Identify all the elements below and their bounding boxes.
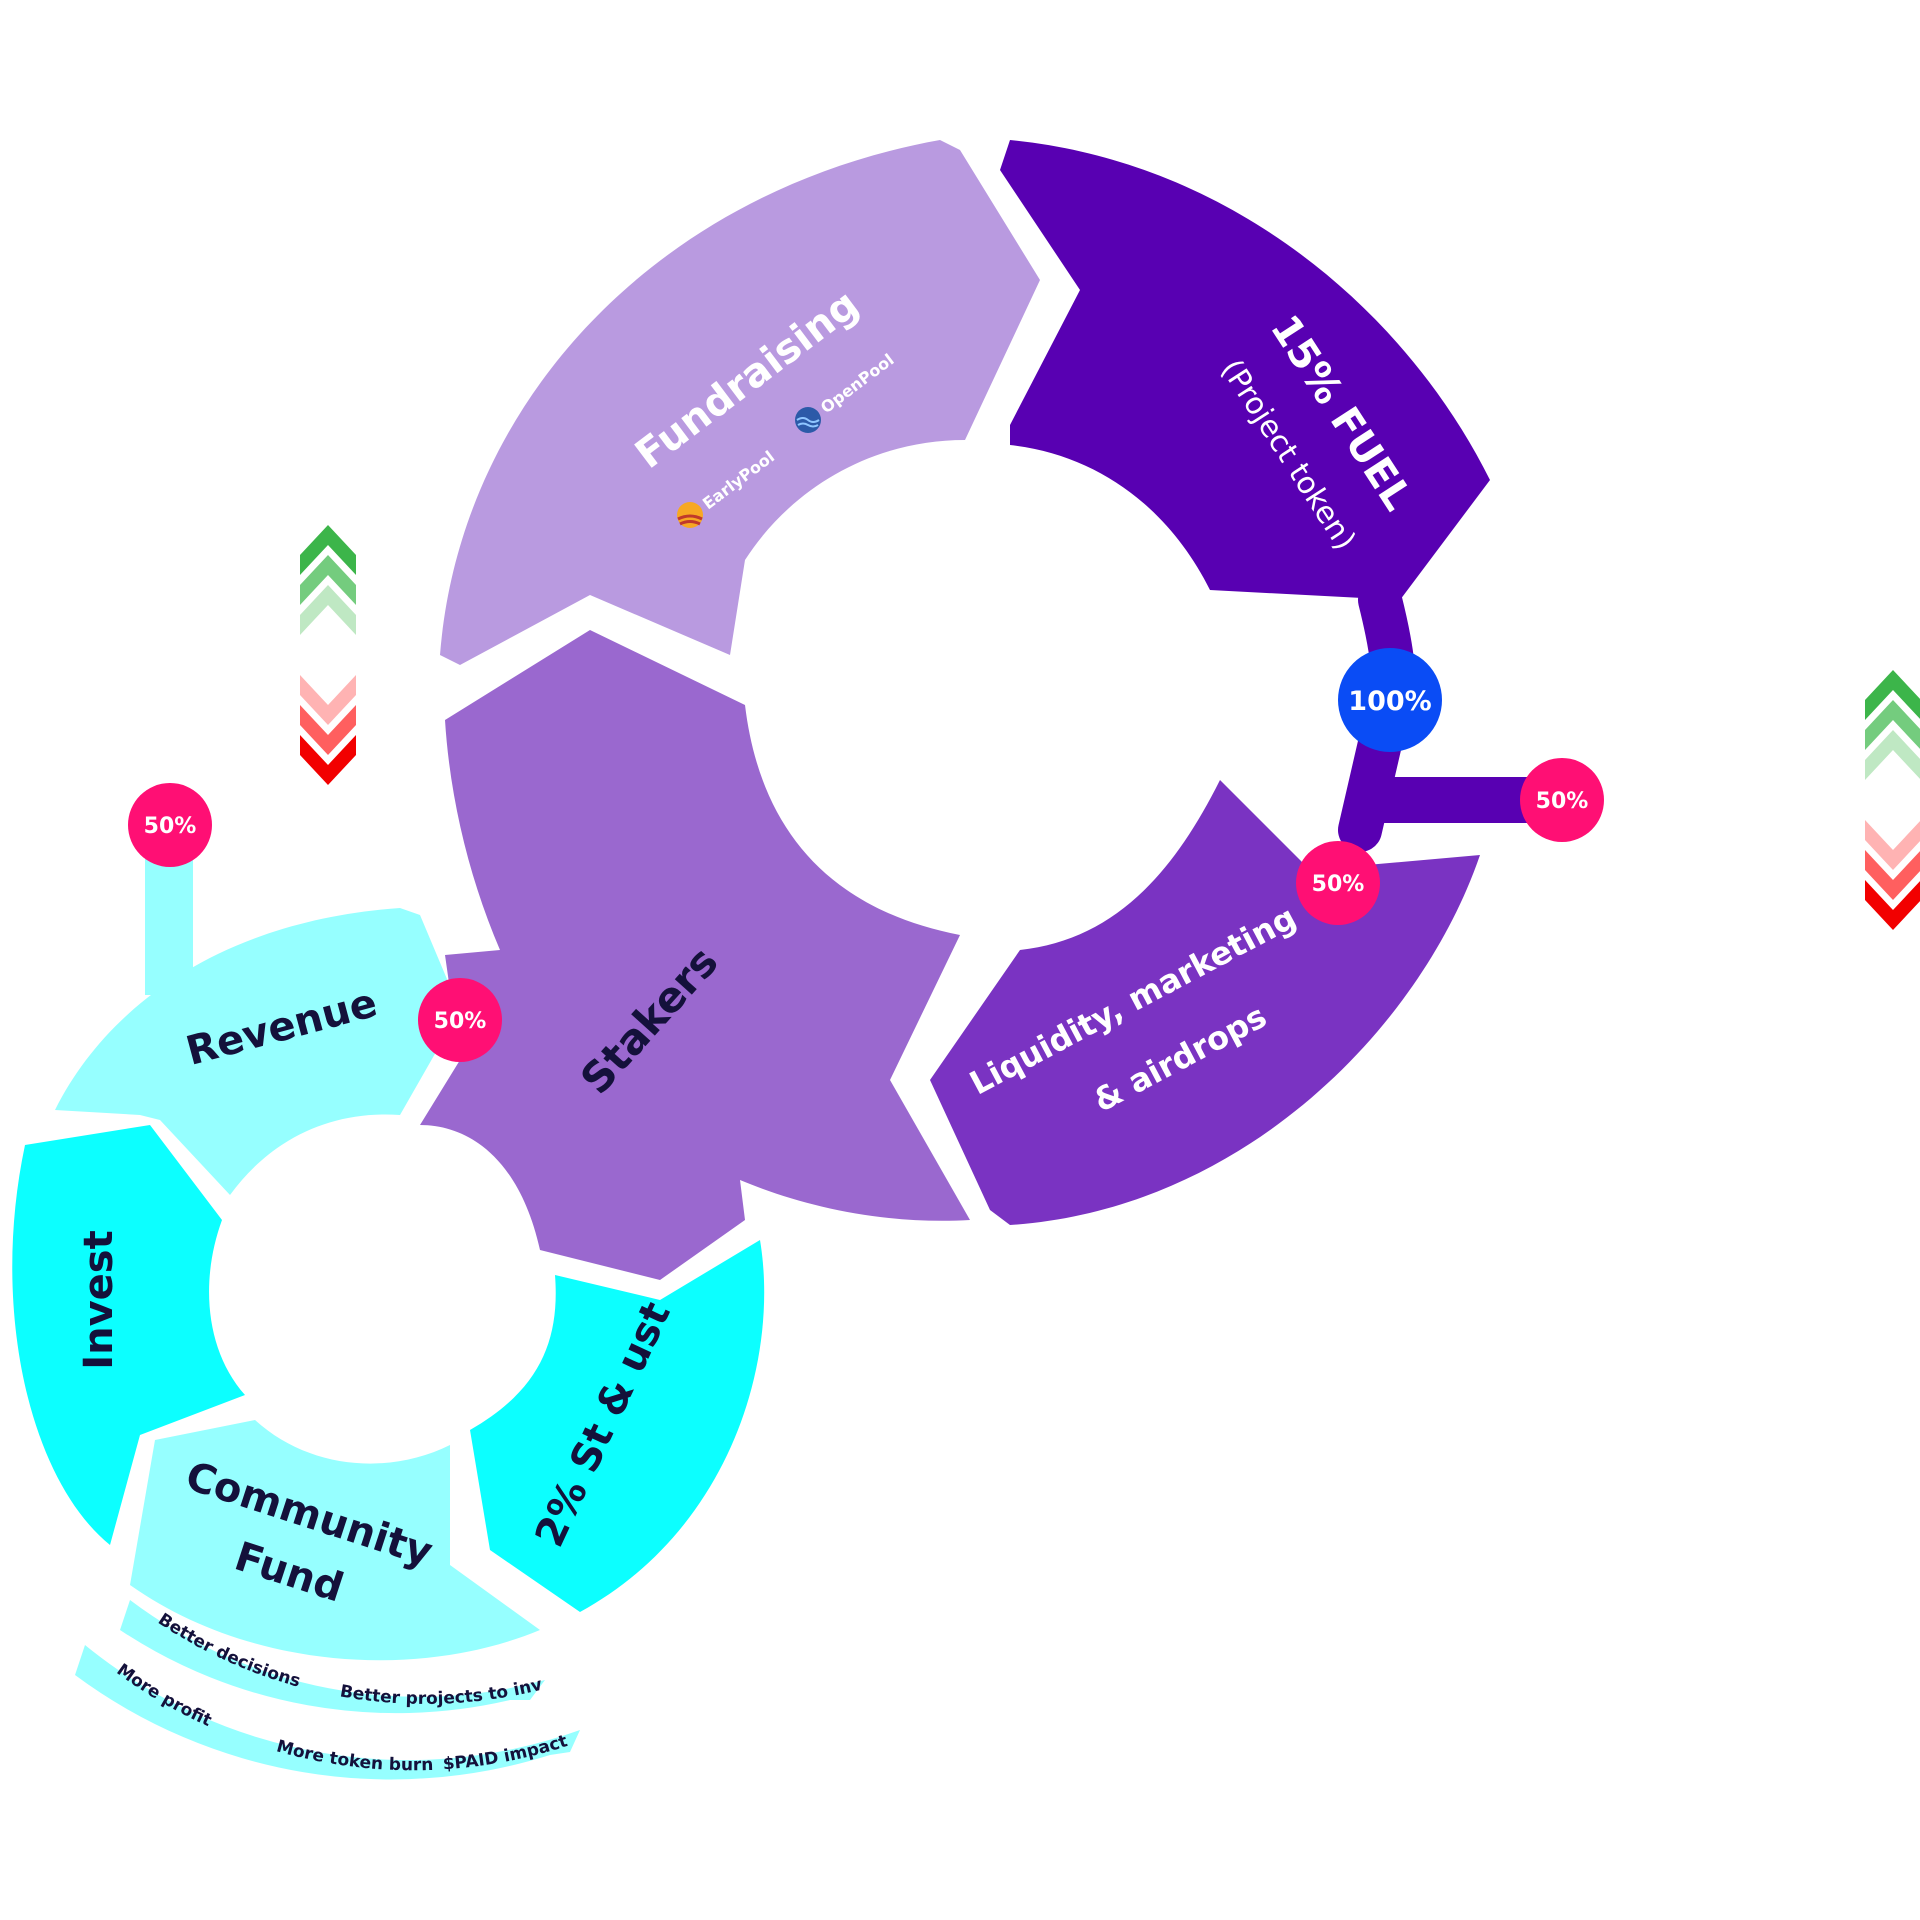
- chevron-up-icon: [1865, 700, 1920, 750]
- badge-stakers-share-circle: [418, 978, 502, 1062]
- pill-row2-band: [75, 1645, 580, 1780]
- badge-revenue-share-circle: [128, 783, 212, 867]
- badge-stakers-share-text: 50%: [434, 1009, 487, 1034]
- benefit-pill: $PAID impact: [442, 1731, 570, 1774]
- stakers-segment: [420, 630, 970, 1280]
- chevron-down-icon: [300, 675, 356, 725]
- chevron-up-icon: [1865, 670, 1920, 720]
- chevron-down-icon: [300, 735, 356, 785]
- badge-total-text: 100%: [1348, 686, 1431, 717]
- chevron-down-icon: [300, 705, 356, 755]
- big-cycle: Fundraising EarlyPool OpenPool 15% FUEL …: [420, 140, 1565, 1280]
- sunrise-logo-waves: [677, 514, 703, 526]
- st-ust-segment: [470, 1240, 765, 1612]
- chevron-up-icon: [300, 555, 356, 605]
- chevron-down-icon: [1865, 850, 1920, 900]
- chevron-up-icon: [300, 525, 356, 575]
- fuel-segment: [1000, 140, 1490, 600]
- invest-label: Invest: [76, 1230, 122, 1370]
- badges: 100% 50% 50% 50% 50%: [128, 648, 1604, 1062]
- openpool-logo: [795, 407, 821, 433]
- badge-stakers-share: 50%: [418, 978, 502, 1062]
- liquidity-segment: [930, 780, 1480, 1225]
- trend-indicator-right: [1865, 670, 1920, 930]
- badge-split-b-circle: [1296, 841, 1380, 925]
- small-cycle: Revenue Invest Community Fund 2% St & us…: [12, 825, 765, 1661]
- pill-row1-band: [120, 1600, 545, 1714]
- wave-logo-lines: [796, 417, 820, 428]
- badge-split-b: 50%: [1296, 841, 1380, 925]
- community-segment: [130, 1420, 540, 1661]
- fundraising-segment: [440, 140, 1040, 665]
- badge-total-circle: [1338, 648, 1442, 752]
- chevron-down-icon: [1865, 820, 1920, 870]
- earlypool-logo: [677, 502, 703, 528]
- badge-split-b-text: 50%: [1312, 872, 1365, 897]
- badge-split-a-text: 50%: [1536, 789, 1589, 814]
- revenue-segment: [55, 908, 460, 1195]
- chevron-up-icon: [300, 585, 356, 635]
- badge-split-a: 50%: [1520, 758, 1604, 842]
- chevron-down-icon: [1865, 880, 1920, 930]
- trend-indicator-left: [300, 525, 356, 785]
- badge-revenue-share: 50%: [128, 783, 212, 867]
- badge-split-a-circle: [1520, 758, 1604, 842]
- benefit-paid-impact: $PAID impact: [442, 1731, 570, 1774]
- invest-segment: [12, 1125, 245, 1545]
- badge-revenue-share-text: 50%: [144, 814, 197, 839]
- chevron-up-icon: [1865, 730, 1920, 780]
- badge-total: 100%: [1338, 648, 1442, 752]
